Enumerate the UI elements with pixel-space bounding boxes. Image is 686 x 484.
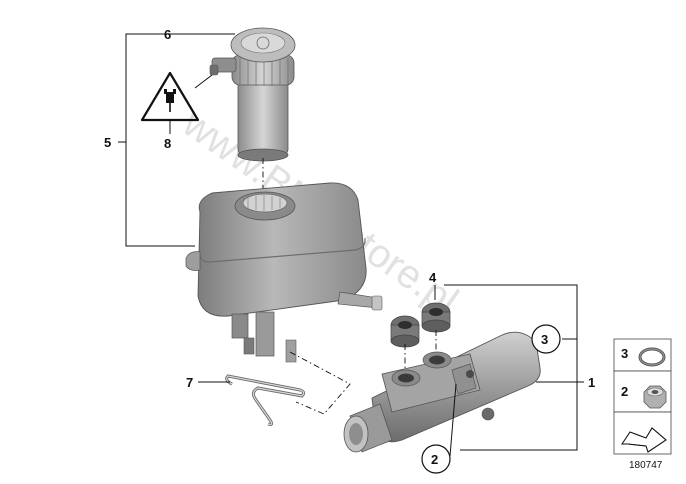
- callout-8: 8: [164, 136, 171, 151]
- callout-4: 4: [429, 270, 437, 285]
- reservoir-cap: [194, 27, 296, 162]
- warning-triangle-icon: [140, 71, 200, 134]
- callout-2-circled: 2: [431, 452, 438, 467]
- callout-7: 7: [186, 375, 193, 390]
- callout-3-circled: 3: [541, 332, 548, 347]
- brake-fluid-reservoir: [185, 182, 383, 363]
- nut-icon: [643, 385, 667, 409]
- parts-legend: 3 2: [613, 338, 672, 455]
- retaining-clip: [225, 374, 306, 426]
- sealing-grommets: [390, 302, 451, 348]
- o-ring-icon: [638, 347, 666, 367]
- callout-1: 1: [588, 375, 595, 390]
- legend-number-3: 3: [621, 346, 628, 361]
- callout-6: 6: [164, 27, 171, 42]
- callout-5: 5: [104, 135, 111, 150]
- legend-number-2: 2: [621, 384, 628, 399]
- arrow-icon: [620, 427, 667, 453]
- brake-master-cylinder: [343, 331, 541, 453]
- diagram-id: 180747: [629, 460, 663, 471]
